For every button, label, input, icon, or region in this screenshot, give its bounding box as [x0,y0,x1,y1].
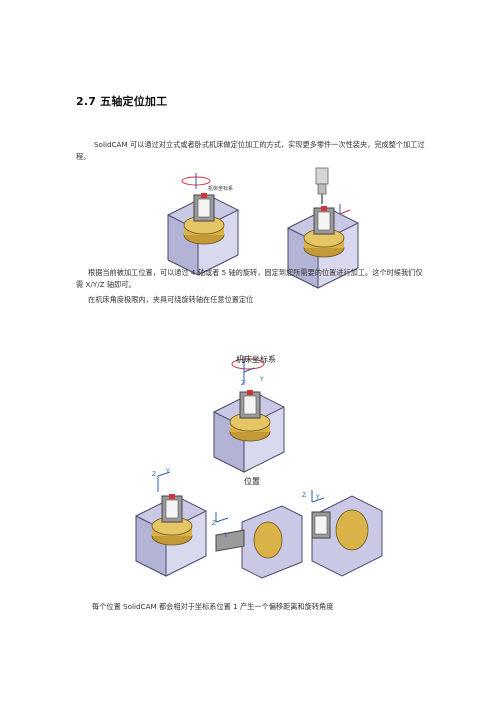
machine-position-2 [215,505,303,579]
axis-z-label: Z [241,380,246,387]
figure2-position-label: 位置 [244,477,260,486]
machine-illustration-1: 机床坐标系 [167,173,239,276]
body-paragraph-4: 每个位置 SolidCAM 都会相对于坐标系位置 1 产生一个偏移距离和旋转角度 [92,602,334,611]
position3-axis-y: Y [316,494,320,501]
position1-axis-y: Y [166,468,170,475]
figure1-caption-small: 机床坐标系 [208,185,233,192]
position2-axis-y: Y [224,532,228,539]
axis-y-label: Y [260,376,264,383]
section-heading: 2.7 五轴定位加工 [76,95,168,108]
body-paragraph-2: 根据当前被加工位置，可以通过 4 轴或者 5 轴的旋转，固定到您所需要的位置进行… [76,268,423,289]
position3-axis-z: Z [302,492,307,499]
figure2-top-label: 机床坐标系 [236,355,276,364]
machine-illustration-main [213,356,285,473]
machine-position-3 [311,490,383,577]
body-paragraph-3: 在机床角度极限内，夹具可绕旋转轴在任意位置定位 [88,295,254,304]
machine-position-1 [135,471,207,577]
position2-axis-z: Z [212,520,217,527]
position1-axis-z: Z [152,471,157,478]
intro-paragraph: SolidCAM 可以通过对立式或者卧式机床做定位加工的方式，实现更多零件一次性… [76,140,425,161]
